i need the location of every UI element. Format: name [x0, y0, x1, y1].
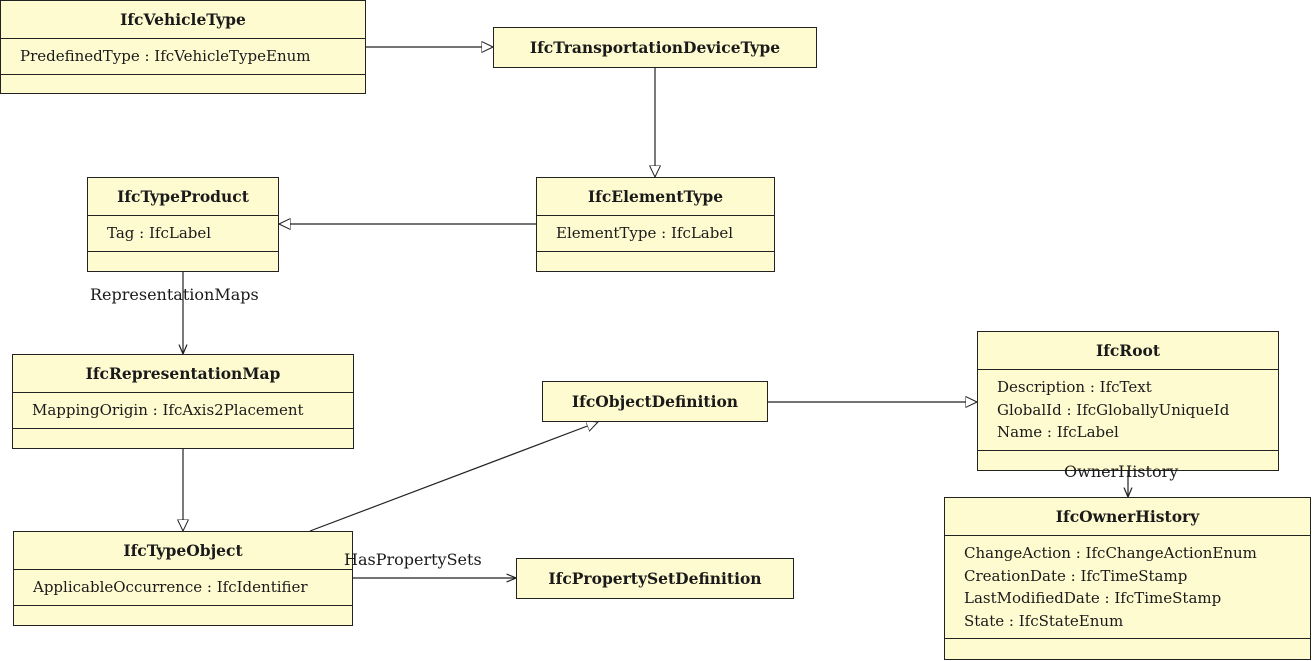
class-ifcownerhistory: IfcOwnerHistory ChangeAction : IfcChange…: [944, 497, 1311, 660]
class-attributes: Description : IfcText GlobalId : IfcGlob…: [978, 370, 1278, 451]
class-name: IfcTransportationDeviceType: [529, 38, 781, 57]
class-name: IfcRepresentationMap: [13, 355, 353, 393]
attribute: ChangeAction : IfcChangeActionEnum: [964, 544, 1257, 562]
class-ifcobjectdefinition: IfcObjectDefinition: [542, 381, 768, 422]
class-name: IfcTypeProduct: [88, 178, 278, 216]
attribute: ElementType : IfcLabel: [556, 224, 734, 242]
association-label-representationmaps: RepresentationMaps: [90, 285, 259, 304]
class-ifcvehicletype: IfcVehicleType PredefinedType : IfcVehic…: [0, 0, 366, 94]
attribute: State : IfcStateEnum: [964, 611, 1124, 630]
attribute: Name : IfcLabel: [997, 423, 1119, 441]
association-label-haspropertysets: HasPropertySets: [344, 550, 482, 569]
attribute: Tag : IfcLabel: [107, 224, 212, 242]
class-attributes: PredefinedType : IfcVehicleTypeEnum: [1, 39, 365, 75]
attribute: ApplicableOccurrence : IfcIdentifier: [33, 578, 308, 596]
class-attributes: ChangeAction : IfcChangeActionEnum Creat…: [945, 536, 1310, 639]
class-name: IfcElementType: [537, 178, 774, 216]
class-name: IfcOwnerHistory: [945, 498, 1310, 536]
class-operations: [88, 252, 278, 268]
class-ifcrepresentationmap: IfcRepresentationMap MappingOrigin : Ifc…: [12, 354, 354, 449]
class-operations: [13, 429, 353, 445]
class-operations: [945, 639, 1310, 655]
attribute: LastModifiedDate : IfcTimeStamp: [964, 589, 1222, 607]
attribute: Description : IfcText: [997, 378, 1152, 396]
class-ifctypeproduct: IfcTypeProduct Tag : IfcLabel: [87, 177, 279, 272]
class-attributes: MappingOrigin : IfcAxis2Placement: [13, 393, 353, 429]
class-operations: [14, 606, 352, 622]
generalization-typeobject-to-objectdefinition: [309, 422, 598, 532]
class-name: IfcObjectDefinition: [571, 392, 739, 411]
class-ifcroot: IfcRoot Description : IfcText GlobalId :…: [977, 331, 1279, 471]
class-name: IfcTypeObject: [14, 532, 352, 570]
class-attributes: Tag : IfcLabel: [88, 216, 278, 252]
attribute: CreationDate : IfcTimeStamp: [964, 566, 1188, 585]
association-label-ownerhistory: OwnerHistory: [1064, 462, 1179, 481]
class-name: IfcPropertySetDefinition: [548, 569, 762, 588]
attribute: PredefinedType : IfcVehicleTypeEnum: [20, 47, 311, 65]
class-attributes: ApplicableOccurrence : IfcIdentifier: [14, 570, 352, 606]
class-ifcelementtype: IfcElementType ElementType : IfcLabel: [536, 177, 775, 272]
class-ifctypeobject: IfcTypeObject ApplicableOccurrence : Ifc…: [13, 531, 353, 626]
class-ifctransportationdevicetype: IfcTransportationDeviceType: [493, 27, 817, 68]
attribute: GlobalId : IfcGloballyUniqueId: [997, 400, 1230, 419]
class-operations: [537, 252, 774, 268]
class-ifcpropertysetdefinition: IfcPropertySetDefinition: [516, 558, 794, 599]
class-attributes: ElementType : IfcLabel: [537, 216, 774, 252]
class-name: IfcRoot: [978, 332, 1278, 370]
class-name: IfcVehicleType: [1, 1, 365, 39]
class-operations: [1, 75, 365, 91]
attribute: MappingOrigin : IfcAxis2Placement: [32, 401, 304, 419]
